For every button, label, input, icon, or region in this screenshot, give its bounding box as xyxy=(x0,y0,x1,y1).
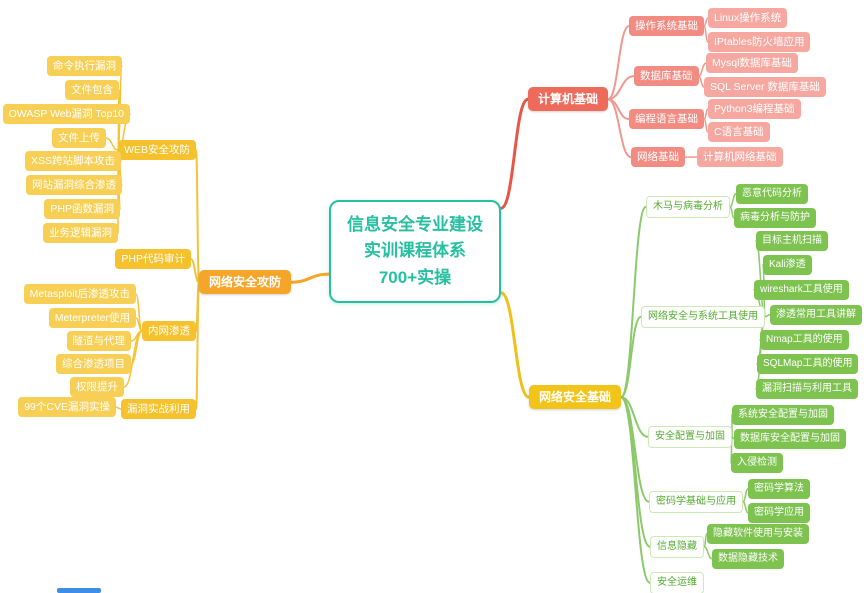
leaf-file-inclusion[interactable]: 文件包含 xyxy=(65,80,119,101)
edge-b-basics-harden xyxy=(620,396,649,438)
node-os-basics[interactable]: 操作系统基础 xyxy=(629,16,704,37)
bottom-scrollbar[interactable] xyxy=(57,588,101,593)
leaf-c-language-basics[interactable]: C语言基础 xyxy=(708,122,770,143)
leaf-business-logic-vuln[interactable]: 业务逻辑漏洞 xyxy=(43,223,118,244)
leaf-wireshark-usage[interactable]: wireshark工具使用 xyxy=(754,280,849,300)
edge-web-web-3 xyxy=(105,137,119,151)
leaf-tunneling-proxy[interactable]: 隧道与代理 xyxy=(66,331,131,352)
edge-b-basics-ops xyxy=(620,396,651,584)
node-trojan-virus-analysis[interactable]: 木马与病毒分析 xyxy=(646,196,730,218)
leaf-data-hiding-tech[interactable]: 数据隐藏技术 xyxy=(712,549,784,569)
leaf-metasploit-post-exploitation[interactable]: Metasploit后渗透攻击 xyxy=(23,284,136,305)
edge-b-computer-os xyxy=(607,25,630,101)
edge-b-basics-trojan xyxy=(620,205,647,399)
edge-center-b-computer xyxy=(499,97,530,210)
edge-b-computer-lang xyxy=(607,98,630,121)
branch-network-security-basics[interactable]: 网络安全基础 xyxy=(529,385,622,410)
edge-center-b-basics xyxy=(499,291,531,399)
leaf-mysql-basics[interactable]: Mysql数据库基础 xyxy=(706,53,798,74)
node-programming-language-basics[interactable]: 编程语言基础 xyxy=(629,109,704,130)
center-topic-line3: 700+实操 xyxy=(378,267,452,287)
center-topic-line1: 信息安全专业建设 xyxy=(347,215,483,234)
leaf-xss-attack[interactable]: XSS跨站脚本攻击 xyxy=(24,151,121,172)
node-cryptography-basics[interactable]: 密码学基础与应用 xyxy=(649,491,743,513)
node-information-hiding[interactable]: 信息隐藏 xyxy=(650,536,704,558)
leaf-target-host-scan[interactable]: 目标主机扫描 xyxy=(756,231,828,251)
leaf-sqlmap-usage[interactable]: SQLMap工具的使用 xyxy=(757,354,859,374)
edge-intra-intra-2 xyxy=(130,330,143,342)
leaf-comprehensive-pentest-project[interactable]: 综合渗透项目 xyxy=(56,354,131,375)
leaf-file-upload[interactable]: 文件上传 xyxy=(52,128,106,149)
edge-center-b-attack xyxy=(289,272,331,284)
edge-intra-intra-3 xyxy=(130,330,143,365)
node-network-system-tools[interactable]: 网络安全与系统工具使用 xyxy=(641,306,765,328)
node-security-operations[interactable]: 安全运维 xyxy=(650,572,704,593)
node-database-basics[interactable]: 数据库基础 xyxy=(634,66,699,87)
leaf-kali-pentest[interactable]: Kali渗透 xyxy=(763,255,812,275)
leaf-command-execution-vuln[interactable]: 命令执行漏洞 xyxy=(47,56,122,77)
leaf-computer-network-basics[interactable]: 计算机网络基础 xyxy=(697,147,783,168)
leaf-99-cve-practice[interactable]: 99个CVE漏洞实操 xyxy=(18,397,116,418)
leaf-php-function-vuln[interactable]: PHP函数漏洞 xyxy=(44,199,120,220)
node-security-hardening[interactable]: 安全配置与加固 xyxy=(648,426,732,448)
edge-b-computer-net xyxy=(607,98,632,159)
edge-b-basics-crypto xyxy=(620,396,650,503)
leaf-python3-basics[interactable]: Python3编程基础 xyxy=(708,99,801,120)
leaf-virus-analysis-protection[interactable]: 病毒分析与防护 xyxy=(734,208,816,228)
edge-b-attack-vuln xyxy=(195,281,200,411)
leaf-iptables-firewall[interactable]: IPtables防火墙应用 xyxy=(708,32,811,53)
leaf-linux-os[interactable]: Linux操作系统 xyxy=(708,8,788,29)
leaf-meterpreter-usage[interactable]: Meterpreter使用 xyxy=(48,308,136,329)
leaf-nmap-usage[interactable]: Nmap工具的使用 xyxy=(760,330,849,350)
node-vuln-practical-exploitation[interactable]: 漏洞实战利用 xyxy=(121,399,196,420)
center-topic-line2: 实训课程体系 xyxy=(364,241,466,261)
node-php-code-audit[interactable]: PHP代码审计 xyxy=(115,249,191,270)
node-intranet-pentest[interactable]: 内网渗透 xyxy=(142,321,196,342)
node-web-security[interactable]: WEB安全攻防 xyxy=(118,140,196,161)
leaf-system-hardening[interactable]: 系统安全配置与加固 xyxy=(732,405,834,425)
branch-network-attack-defense[interactable]: 网络安全攻防 xyxy=(198,270,291,295)
edge-hide-hide-1 xyxy=(703,546,713,560)
leaf-website-vuln-pentest[interactable]: 网站漏洞综合渗透 xyxy=(26,175,122,196)
branch-computer-basics[interactable]: 计算机基础 xyxy=(528,87,609,112)
edge-b-basics-hide xyxy=(620,396,651,548)
node-network-basics[interactable]: 网络基础 xyxy=(631,147,685,168)
leaf-crypto-applications[interactable]: 密码学应用 xyxy=(748,503,810,523)
edge-b-attack-php xyxy=(190,258,200,284)
edge-b-attack-web xyxy=(195,149,200,284)
leaf-privilege-escalation[interactable]: 权限提升 xyxy=(70,377,124,398)
leaf-crypto-algorithms[interactable]: 密码学算法 xyxy=(748,479,810,499)
leaf-hiding-software-install[interactable]: 隐藏软件使用与安装 xyxy=(707,524,809,544)
leaf-sqlserver-basics[interactable]: SQL Server 数据库基础 xyxy=(704,77,826,98)
edge-b-computer-db xyxy=(607,75,635,101)
leaf-database-hardening[interactable]: 数据库安全配置与加固 xyxy=(734,429,846,449)
edge-db-db-0 xyxy=(697,62,707,77)
edge-tools-tools-6 xyxy=(755,316,766,390)
leaf-intrusion-detection[interactable]: 入侵检测 xyxy=(731,453,783,473)
edge-b-basics-tools xyxy=(620,315,642,399)
leaf-common-pentest-tools[interactable]: 渗透常用工具讲解 xyxy=(770,305,862,325)
center-topic[interactable]: 信息安全专业建设 实训课程体系 700+实操 xyxy=(329,200,501,304)
leaf-owasp-top10[interactable]: OWASP Web漏洞 Top10 xyxy=(2,104,130,125)
leaf-vuln-scan-exploit-tools[interactable]: 漏洞扫描与利用工具 xyxy=(756,379,858,399)
leaf-malicious-code-analysis[interactable]: 恶意代码分析 xyxy=(736,184,808,204)
